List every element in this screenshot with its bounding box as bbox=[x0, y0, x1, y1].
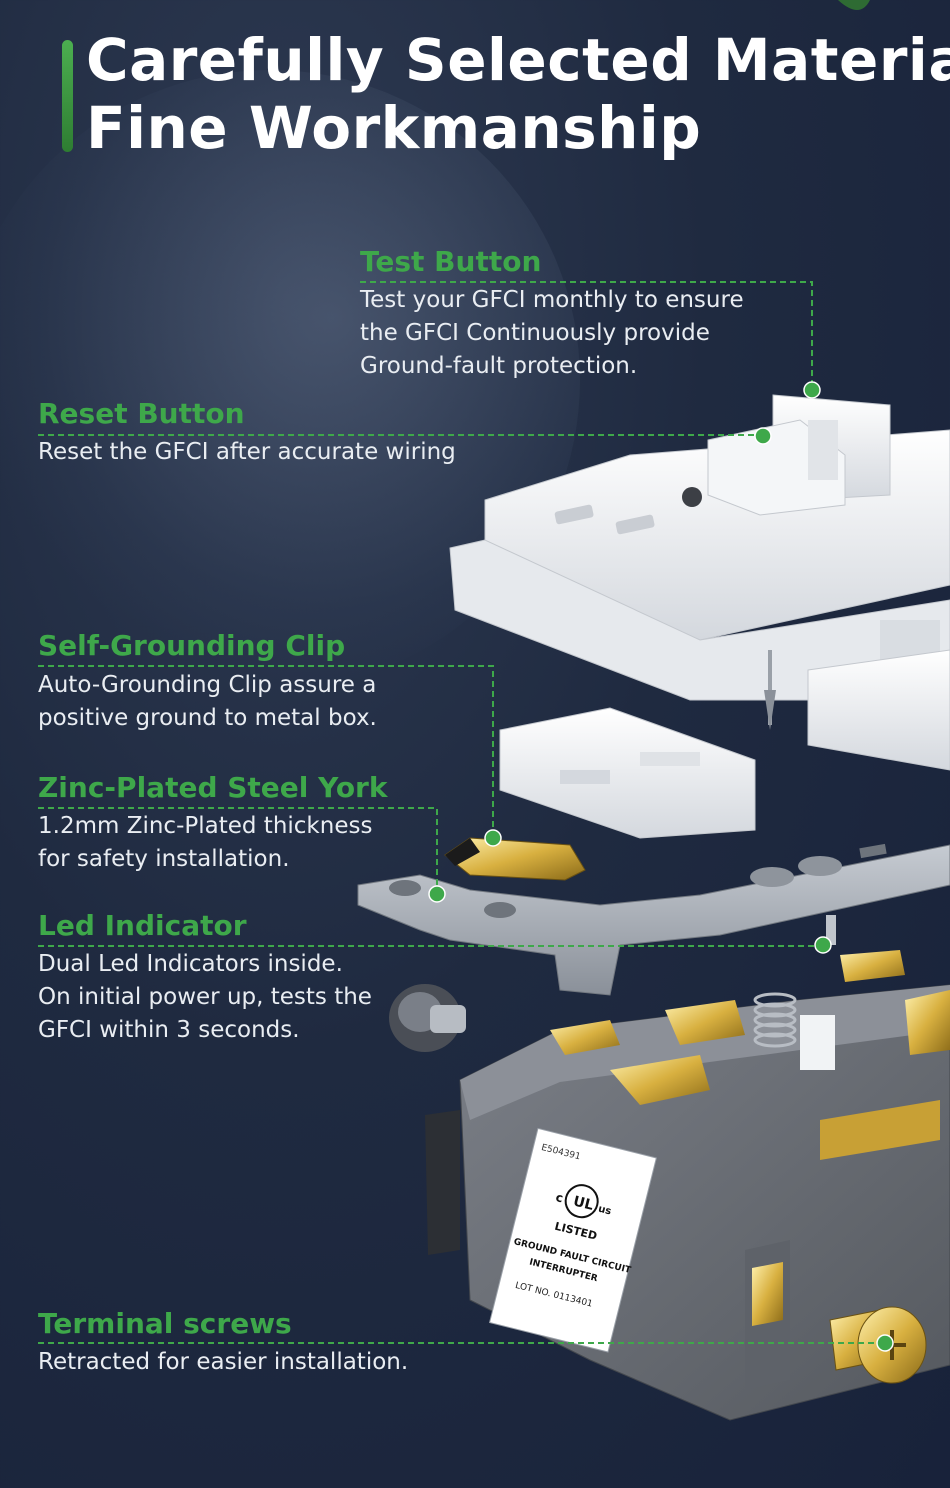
desc-line: Reset the GFCI after accurate wiring bbox=[38, 439, 456, 465]
feature-title-terminal-screws: Terminal screws bbox=[38, 1307, 292, 1340]
dot-led bbox=[814, 936, 832, 954]
label-us: us bbox=[597, 1204, 612, 1218]
label-c: c bbox=[554, 1190, 564, 1205]
spring bbox=[753, 992, 797, 1048]
title-line-1: Carefully Selected Material bbox=[86, 26, 950, 94]
feature-title-self-grounding-clip: Self-Grounding Clip bbox=[38, 629, 346, 662]
callout-dots bbox=[428, 381, 894, 1352]
dot-test bbox=[803, 381, 821, 399]
desc-line: for safety installation. bbox=[38, 846, 290, 872]
feature-desc-test-button: Test your GFCI monthly to ensure the GFC… bbox=[360, 284, 744, 383]
dot-screw bbox=[876, 1334, 894, 1352]
leader-test bbox=[360, 281, 813, 390]
feature-desc-steel-york: 1.2mm Zinc-Plated thickness for safety i… bbox=[38, 810, 372, 876]
desc-line: GFCI within 3 seconds. bbox=[38, 1017, 300, 1043]
side-bracket bbox=[807, 649, 950, 771]
reset-and-test-buttons bbox=[707, 394, 891, 516]
dot-clip bbox=[484, 829, 502, 847]
title-line-2: Fine Workmanship bbox=[86, 94, 702, 162]
feature-desc-led-indicator: Dual Led Indicators inside. On initial p… bbox=[38, 948, 372, 1047]
ul-listing-label: E504391 c UL us LISTED GROUND FAULT CIRC… bbox=[488, 1127, 657, 1353]
desc-line: On initial power up, tests the bbox=[38, 984, 372, 1010]
leader-clip bbox=[38, 665, 494, 838]
feature-title-led-indicator: Led Indicator bbox=[38, 909, 247, 942]
leaf-decoration bbox=[838, 0, 870, 10]
feature-desc-reset-button: Reset the GFCI after accurate wiring bbox=[38, 436, 456, 469]
feature-desc-terminal-screws: Retracted for easier installation. bbox=[38, 1346, 408, 1379]
page-title: Carefully Selected Material Fine Workman… bbox=[86, 26, 950, 162]
leader-yoke bbox=[38, 807, 438, 894]
title-accent-bar bbox=[62, 40, 73, 152]
feature-title-steel-york: Zinc-Plated Steel York bbox=[38, 771, 388, 804]
desc-line: 1.2mm Zinc-Plated thickness bbox=[38, 813, 373, 839]
feature-desc-self-grounding-clip: Auto-Grounding Clip assure a positive gr… bbox=[38, 669, 377, 735]
label-ul: UL bbox=[571, 1193, 595, 1213]
desc-line: Test your GFCI monthly to ensure bbox=[360, 287, 744, 313]
callout-lines bbox=[38, 281, 885, 1344]
desc-line: Ground-fault protection. bbox=[360, 353, 638, 379]
feature-title-reset-button: Reset Button bbox=[38, 397, 245, 430]
dot-yoke bbox=[428, 885, 446, 903]
dot-reset bbox=[754, 427, 772, 445]
desc-line: the GFCI Continuously provide bbox=[360, 320, 710, 346]
desc-line: Retracted for easier installation. bbox=[38, 1349, 409, 1375]
feature-title-test-button: Test Button bbox=[360, 245, 542, 278]
loose-screw bbox=[389, 984, 466, 1052]
desc-line: Dual Led Indicators inside. bbox=[38, 951, 343, 977]
desc-line: positive ground to metal box. bbox=[38, 705, 377, 731]
white-insert bbox=[499, 707, 756, 839]
desc-line: Auto-Grounding Clip assure a bbox=[38, 672, 377, 698]
steel-yoke bbox=[357, 843, 950, 996]
